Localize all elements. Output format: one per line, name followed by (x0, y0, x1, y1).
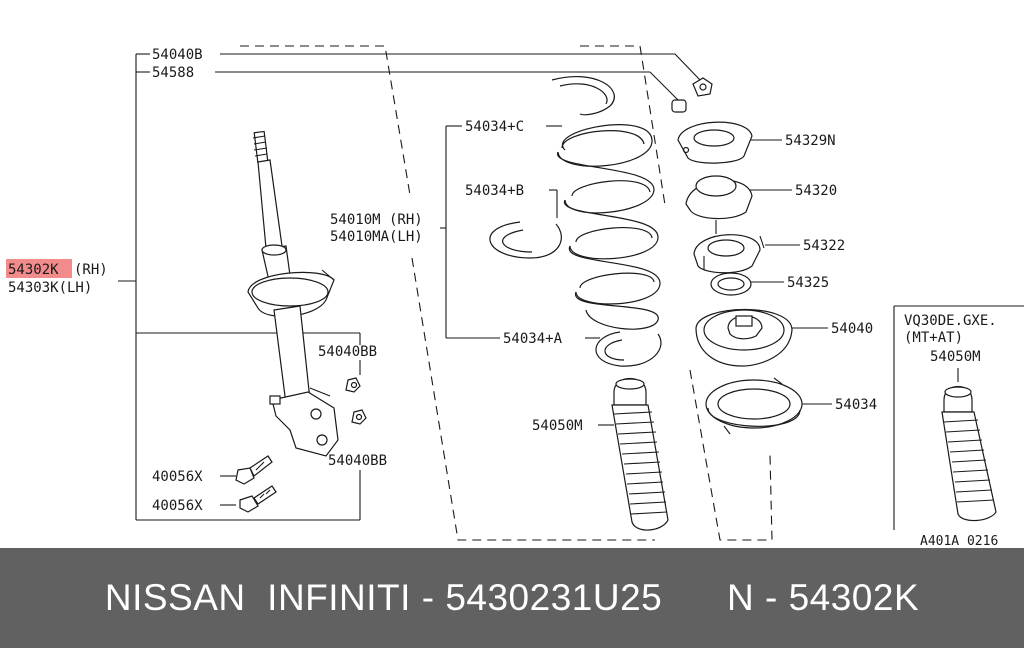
callout-54010m[interactable]: 54010M (RH) (330, 212, 423, 228)
callout-40056x-top[interactable]: 40056X (152, 469, 203, 485)
top-mount-stack (671, 77, 803, 435)
callout-54320[interactable]: 54320 (795, 183, 837, 199)
callout-54040[interactable]: 54040 (831, 321, 873, 337)
callout-54329n[interactable]: 54329N (785, 133, 836, 149)
dashed-guide-lines (240, 45, 773, 541)
footer-prefix: N (726, 577, 755, 618)
callout-54034c[interactable]: 54034+C (465, 119, 524, 135)
footer-brands: NISSAN INFINITI (104, 577, 411, 618)
callout-54034[interactable]: 54034 (835, 397, 877, 413)
callout-54303k[interactable]: 54303K(LH) (8, 280, 92, 296)
dust-boot (611, 378, 669, 531)
callout-54040b[interactable]: 54040B (152, 47, 203, 63)
diagram-code: A401A 0216 (920, 534, 998, 548)
footer-separator (754, 577, 765, 619)
footer-part-number: 54302K (788, 577, 920, 618)
strut-assembly (247, 130, 339, 457)
inset-callout-54050m[interactable]: 54050M (930, 349, 981, 365)
footer-oem-number: 5430231U25 (445, 577, 663, 618)
footer-separator (435, 577, 446, 619)
callout-54302k[interactable]: 54302K (8, 262, 59, 278)
footer-gap (662, 577, 727, 619)
callout-54325[interactable]: 54325 (787, 275, 829, 291)
inset-title-line2: (MT+AT) (904, 330, 963, 346)
footer-separator (411, 577, 422, 619)
callout-54034b[interactable]: 54034+B (465, 183, 524, 199)
callout-54010ma[interactable]: 54010MA(LH) (330, 229, 423, 245)
callout-54302k-side: (RH) (74, 262, 108, 278)
bolts-and-nuts (235, 377, 367, 513)
callout-54050m[interactable]: 54050M (532, 418, 583, 434)
part-number-footer: NISSAN INFINITI - 5430231U25 N - 54302K (0, 548, 1024, 648)
inset-box (893, 305, 1024, 530)
footer-dash-2: - (764, 577, 778, 618)
callout-40056x-bottom[interactable]: 40056X (152, 498, 203, 514)
exploded-parts-diagram: 54040B 54588 54302K (RH) 54303K(LH) 5404… (6, 45, 1024, 548)
callout-54040bb-top[interactable]: 54040BB (318, 344, 377, 360)
callout-54588[interactable]: 54588 (152, 65, 194, 81)
spring-insulators (489, 75, 662, 367)
callout-54034a[interactable]: 54034+A (503, 331, 563, 347)
footer-separator (778, 577, 789, 619)
selected-part-highlight (6, 259, 72, 278)
inset-title-line1: VQ30DE.GXE. (904, 313, 997, 329)
callout-54040bb-bottom[interactable]: 54040BB (328, 453, 387, 469)
callout-54322[interactable]: 54322 (803, 238, 845, 254)
footer-dash-1: - (421, 577, 435, 618)
coil-spring (557, 124, 661, 330)
